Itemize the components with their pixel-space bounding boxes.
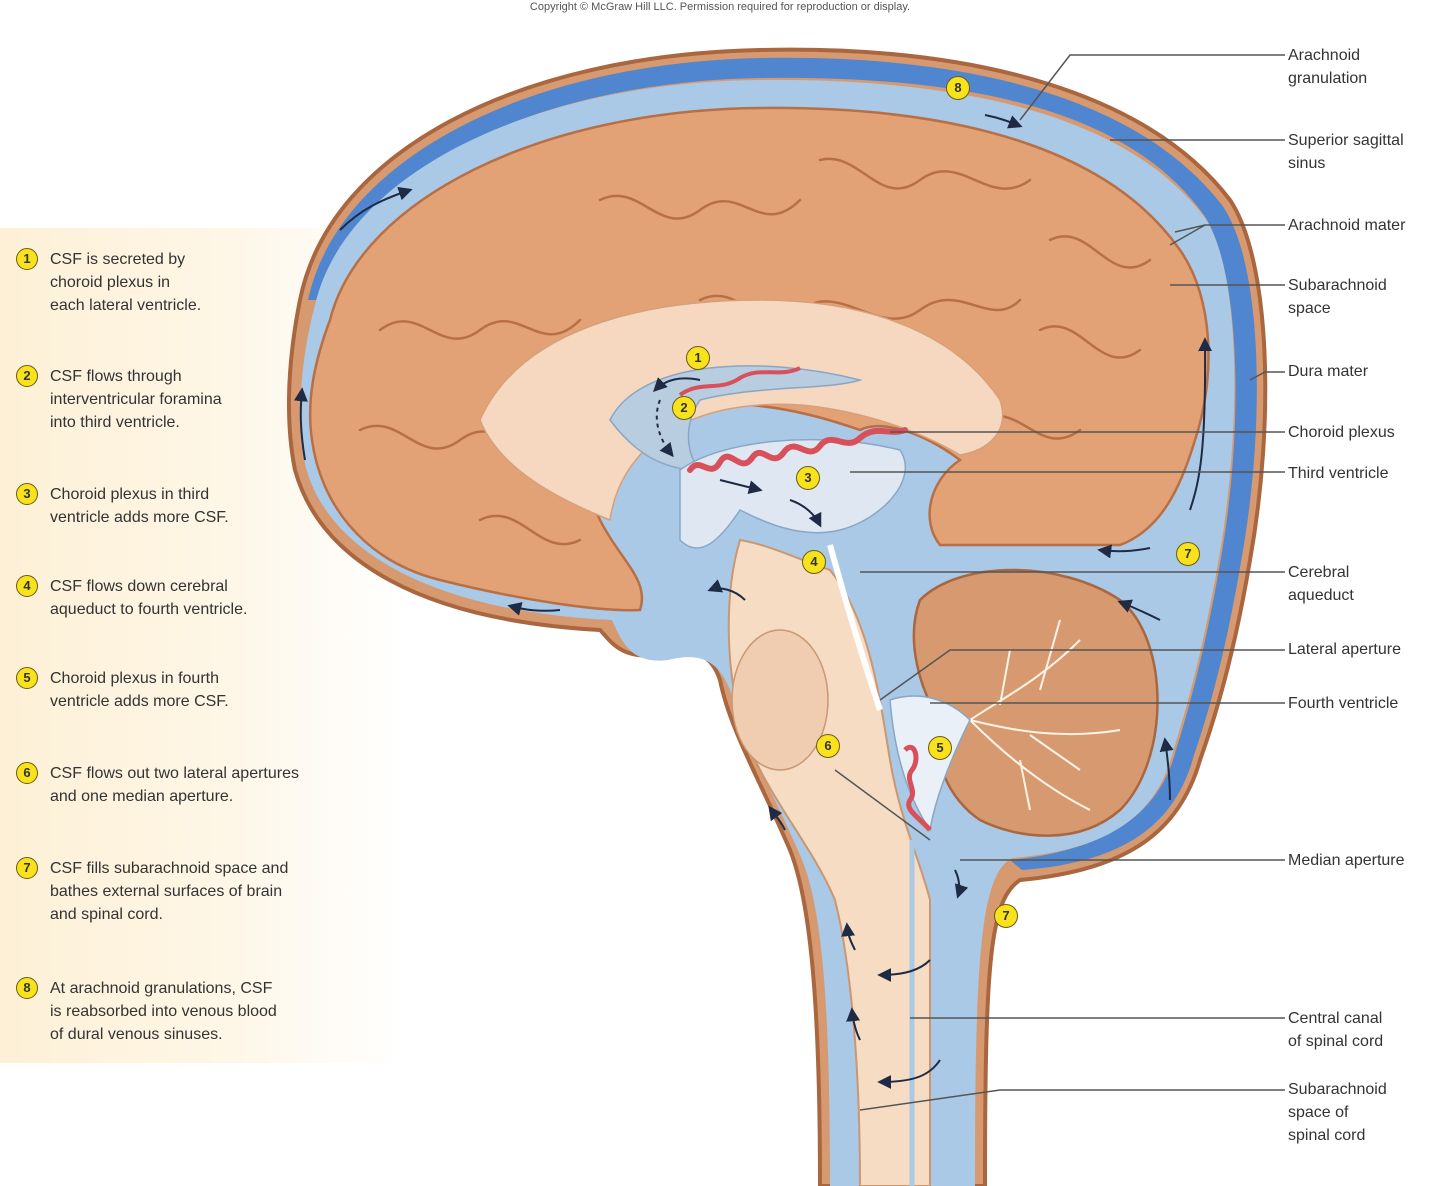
arbor-vitae	[969, 619, 1121, 811]
step-text: CSF fills subarachnoid space and bathes …	[50, 860, 289, 923]
step-text: CSF is secreted by choroid plexus in eac…	[50, 251, 202, 314]
third-ventricle	[679, 438, 907, 549]
step-text: Choroid plexus in third ventricle adds m…	[50, 486, 229, 526]
leader-lines	[834, 54, 1285, 1111]
step-text: CSF flows down cerebral aqueduct to four…	[50, 578, 248, 618]
choroid-plexus-lateral	[678, 366, 801, 397]
label-lateral-aperture: Lateral aperture	[1288, 641, 1401, 658]
cerebral-aqueduct	[827, 544, 883, 711]
fourth-ventricle	[889, 695, 971, 832]
step-text: At arachnoid granulations, CSF is reabso…	[50, 980, 277, 1043]
step-number: 3	[16, 483, 38, 505]
label-choroid-plexus: Choroid plexus	[1288, 424, 1395, 441]
callout-7b: 7	[994, 904, 1018, 928]
pons	[731, 629, 829, 771]
step-text: CSF flows out two lateral apertures and …	[50, 765, 299, 805]
choroid-plexus-3rd	[687, 427, 908, 473]
step-number: 7	[16, 857, 38, 879]
label-cerebral-aqueduct: Cerebral aqueduct	[1288, 564, 1354, 604]
label-superior-sagittal-sinus: Superior sagittal sinus	[1288, 132, 1404, 172]
callout-2: 2	[672, 396, 696, 420]
label-median-aperture: Median aperture	[1288, 852, 1405, 869]
label-arachnoid-mater: Arachnoid mater	[1288, 217, 1406, 234]
callout-6: 6	[816, 734, 840, 758]
step-number: 6	[16, 762, 38, 784]
callout-3: 3	[796, 466, 820, 490]
step-text: CSF flows through interventricular foram…	[50, 368, 222, 431]
step-number: 4	[16, 575, 38, 597]
step-number: 5	[16, 667, 38, 689]
label-central-canal: Central canal of spinal cord	[1288, 1010, 1384, 1050]
label-arachnoid-granulation: Arachnoid granulation	[1288, 47, 1368, 87]
label-subarachnoid-space: Subarachnoid space	[1288, 277, 1387, 317]
callout-5: 5	[928, 736, 952, 760]
step-number: 2	[16, 365, 38, 387]
corpus-callosum	[479, 299, 1004, 522]
callout-1: 1	[686, 346, 710, 370]
superior-sagittal-sinus	[308, 57, 1257, 871]
choroid-plexus-4th	[903, 745, 932, 832]
step-number: 8	[16, 977, 38, 999]
label-fourth-ventricle: Fourth ventricle	[1288, 695, 1399, 712]
step-text: Choroid plexus in fourth ventricle adds …	[50, 670, 229, 710]
label-third-ventricle: Third ventricle	[1288, 465, 1389, 482]
callout-8: 8	[946, 76, 970, 100]
csf-flow-arrows	[293, 114, 1213, 1089]
step-number: 1	[16, 248, 38, 270]
label-dura-mater: Dura mater	[1288, 363, 1369, 380]
callout-4: 4	[802, 550, 826, 574]
callout-7a: 7	[1176, 542, 1200, 566]
label-subarachnoid-space-spinal: Subarachnoid space of spinal cord	[1288, 1081, 1387, 1144]
copyright-notice: Copyright © McGraw Hill LLC. Permission …	[529, 1, 911, 13]
